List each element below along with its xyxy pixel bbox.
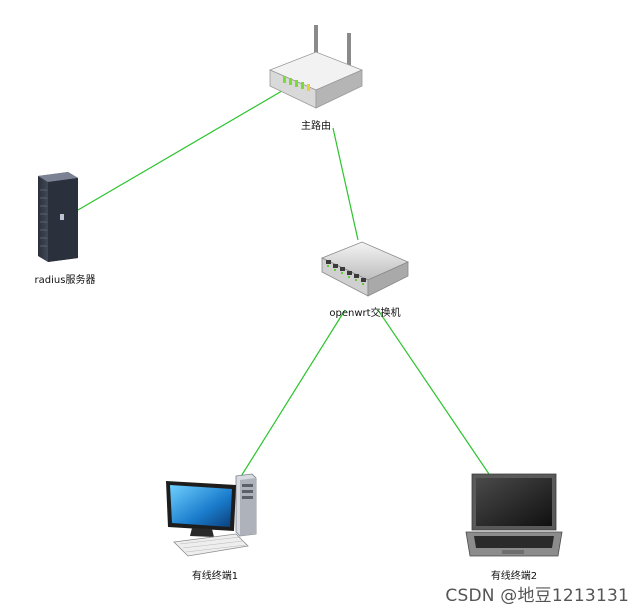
wired-terminal-2-label: 有线终端2 — [490, 571, 538, 582]
desktop-computer-icon[interactable] — [166, 473, 257, 557]
watermark: CSDN @地豆1213131 — [445, 586, 629, 606]
radius-server-label: radius服务器 — [34, 275, 96, 286]
router-icon[interactable] — [268, 25, 364, 109]
server-tower-icon[interactable] — [38, 172, 78, 262]
network-switch-icon[interactable] — [321, 241, 409, 297]
router-label: 主路由 — [301, 121, 331, 132]
switch-label: openwrt交换机 — [329, 308, 401, 319]
link-switch-laptop — [377, 309, 490, 475]
link-switch-pc — [239, 309, 346, 479]
link-router-radius — [77, 87, 288, 211]
wired-terminal-1-label: 有线终端1 — [191, 571, 239, 582]
link-router-switch — [332, 127, 359, 241]
link-lines — [77, 87, 490, 479]
laptop-icon[interactable] — [465, 473, 563, 557]
